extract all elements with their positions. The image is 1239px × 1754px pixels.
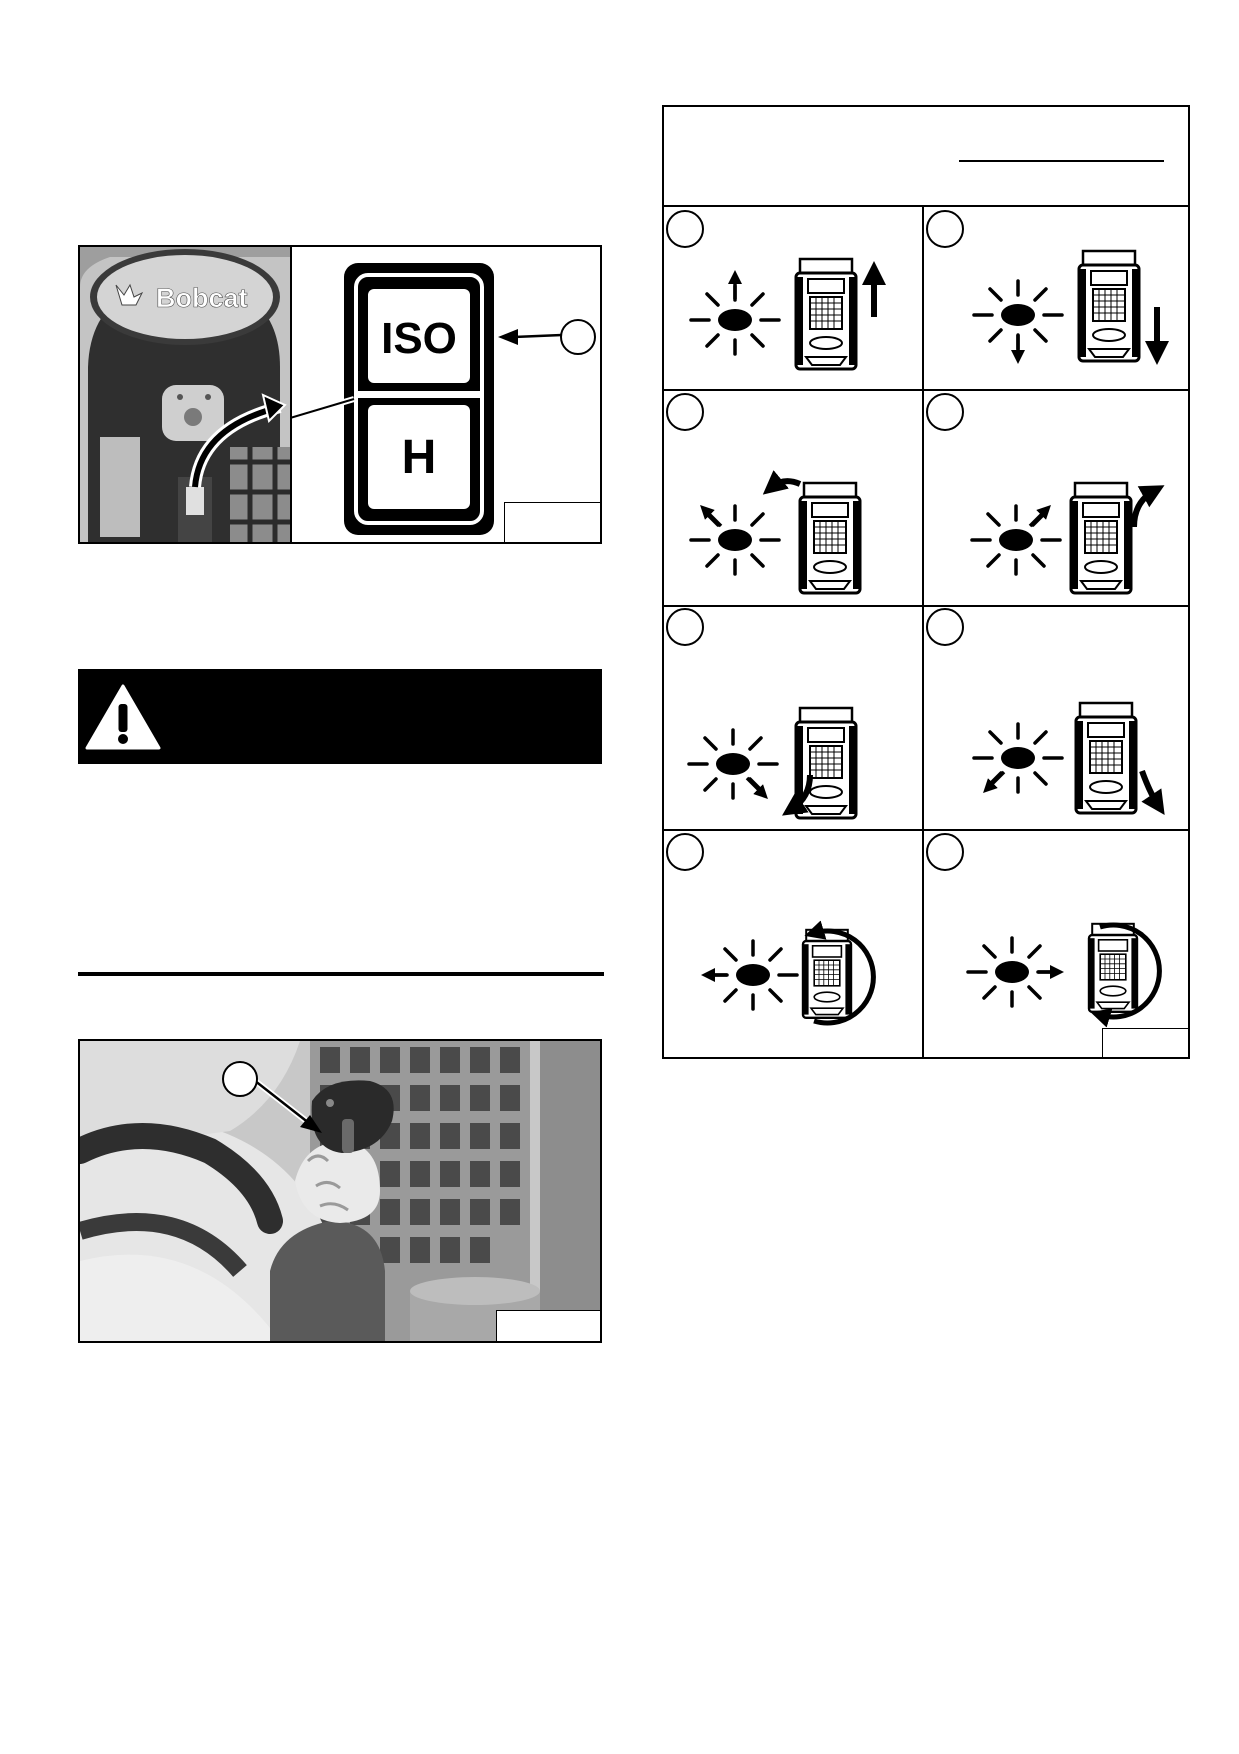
figure-control-pattern-selector: Bobcat — [78, 245, 602, 544]
section-divider-rule — [78, 972, 604, 976]
chart-row-divider — [664, 389, 1188, 391]
pattern-counter-rotate-left — [701, 920, 876, 1026]
steering-pattern-chart — [662, 105, 1190, 1059]
warning-header-bar — [78, 669, 602, 764]
figure-reference-tab — [504, 502, 600, 542]
chart-row-divider — [664, 829, 1188, 831]
iso-h-switch-decal: ISO H — [269, 263, 563, 535]
callout-circle — [222, 1061, 258, 1097]
pattern-right-turn-reverse — [972, 701, 1165, 815]
instrument-panel-illustration: Bobcat — [80, 247, 290, 542]
iso-h-decal-panel: ISO H — [269, 247, 600, 542]
steering-pattern-illustrations — [666, 210, 1169, 1028]
pattern-left-turn-forward — [689, 470, 862, 595]
callout-circle — [560, 319, 596, 355]
joystick-grip — [311, 1080, 394, 1153]
decal-h-label: H — [402, 431, 437, 484]
bobcat-logo-text: Bobcat — [156, 283, 248, 313]
figure-joystick-photo — [78, 1039, 602, 1343]
joystick-boot — [270, 1221, 385, 1341]
pattern-counter-rotate-right — [966, 922, 1162, 1028]
joystick-photo-illustration — [80, 1041, 600, 1341]
chart-row-divider — [664, 205, 1188, 207]
pattern-left-turn-reverse — [687, 706, 858, 820]
pattern-right-turn-forward — [970, 481, 1165, 595]
figure-reference-tab — [496, 1310, 600, 1341]
pattern-forward — [689, 257, 886, 371]
decal-iso-label: ISO — [381, 314, 457, 363]
figure-reference-tab — [1102, 1028, 1188, 1057]
chart-header-rule — [959, 160, 1164, 162]
photo-instrument-panel: Bobcat — [80, 247, 292, 542]
chart-row-divider — [664, 605, 1188, 607]
pattern-reverse — [972, 249, 1169, 365]
callout-arrowhead — [498, 329, 518, 345]
warning-triangle-icon — [85, 684, 161, 750]
callout-leader-line — [513, 333, 563, 339]
bobcat-logo-icon — [115, 283, 144, 306]
chart-cell-callouts — [666, 210, 964, 871]
chart-column-divider — [922, 205, 924, 1057]
